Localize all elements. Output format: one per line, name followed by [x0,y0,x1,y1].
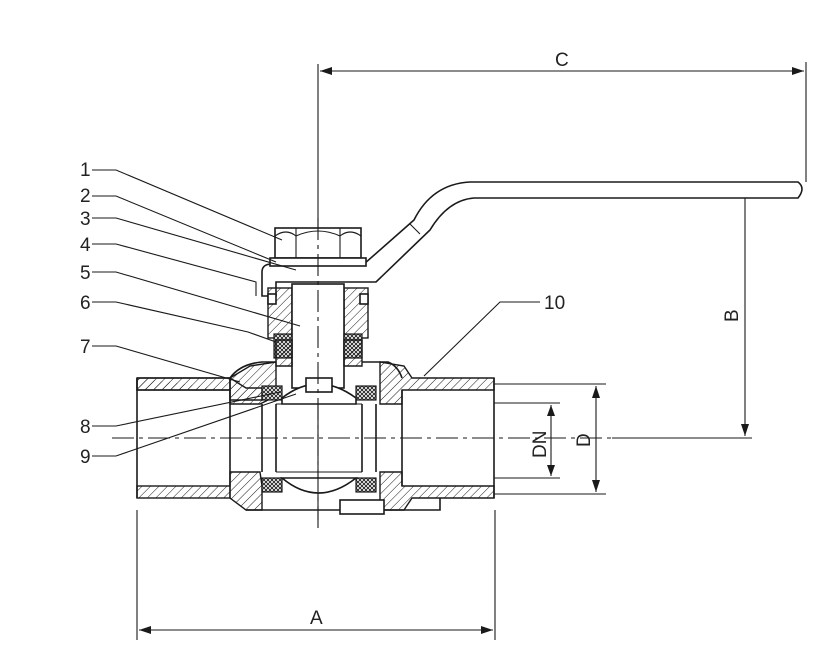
dimension-a: A [136,510,496,640]
dimension-b-label: B [722,309,743,322]
dimension-c: C [317,50,807,520]
valve-body [136,339,495,515]
part-label-6: 6 [80,293,91,314]
ball-and-seats [261,377,377,494]
part-label-8: 8 [80,417,91,438]
part-label-9: 9 [80,447,91,468]
part-label-5: 5 [80,263,91,284]
part-label-7: 7 [80,337,91,358]
part-label-4: 4 [80,235,91,256]
part-label-3: 3 [80,209,91,230]
dimension-b: B [612,184,752,439]
dimension-c-label: C [555,50,569,71]
dimension-d: D [494,383,606,495]
part-labels: 1 2 3 4 5 6 7 8 9 10 [80,160,565,468]
part-label-10: 10 [544,293,565,314]
part-label-2: 2 [80,186,91,207]
dimension-d-label: D [574,433,595,447]
dimension-dn: DN [494,402,560,479]
dimension-a-label: A [310,608,323,629]
part-label-1: 1 [80,160,91,181]
dimension-dn-label: DN [530,431,551,458]
lever-handle [261,181,803,297]
leader-lines [92,169,540,457]
